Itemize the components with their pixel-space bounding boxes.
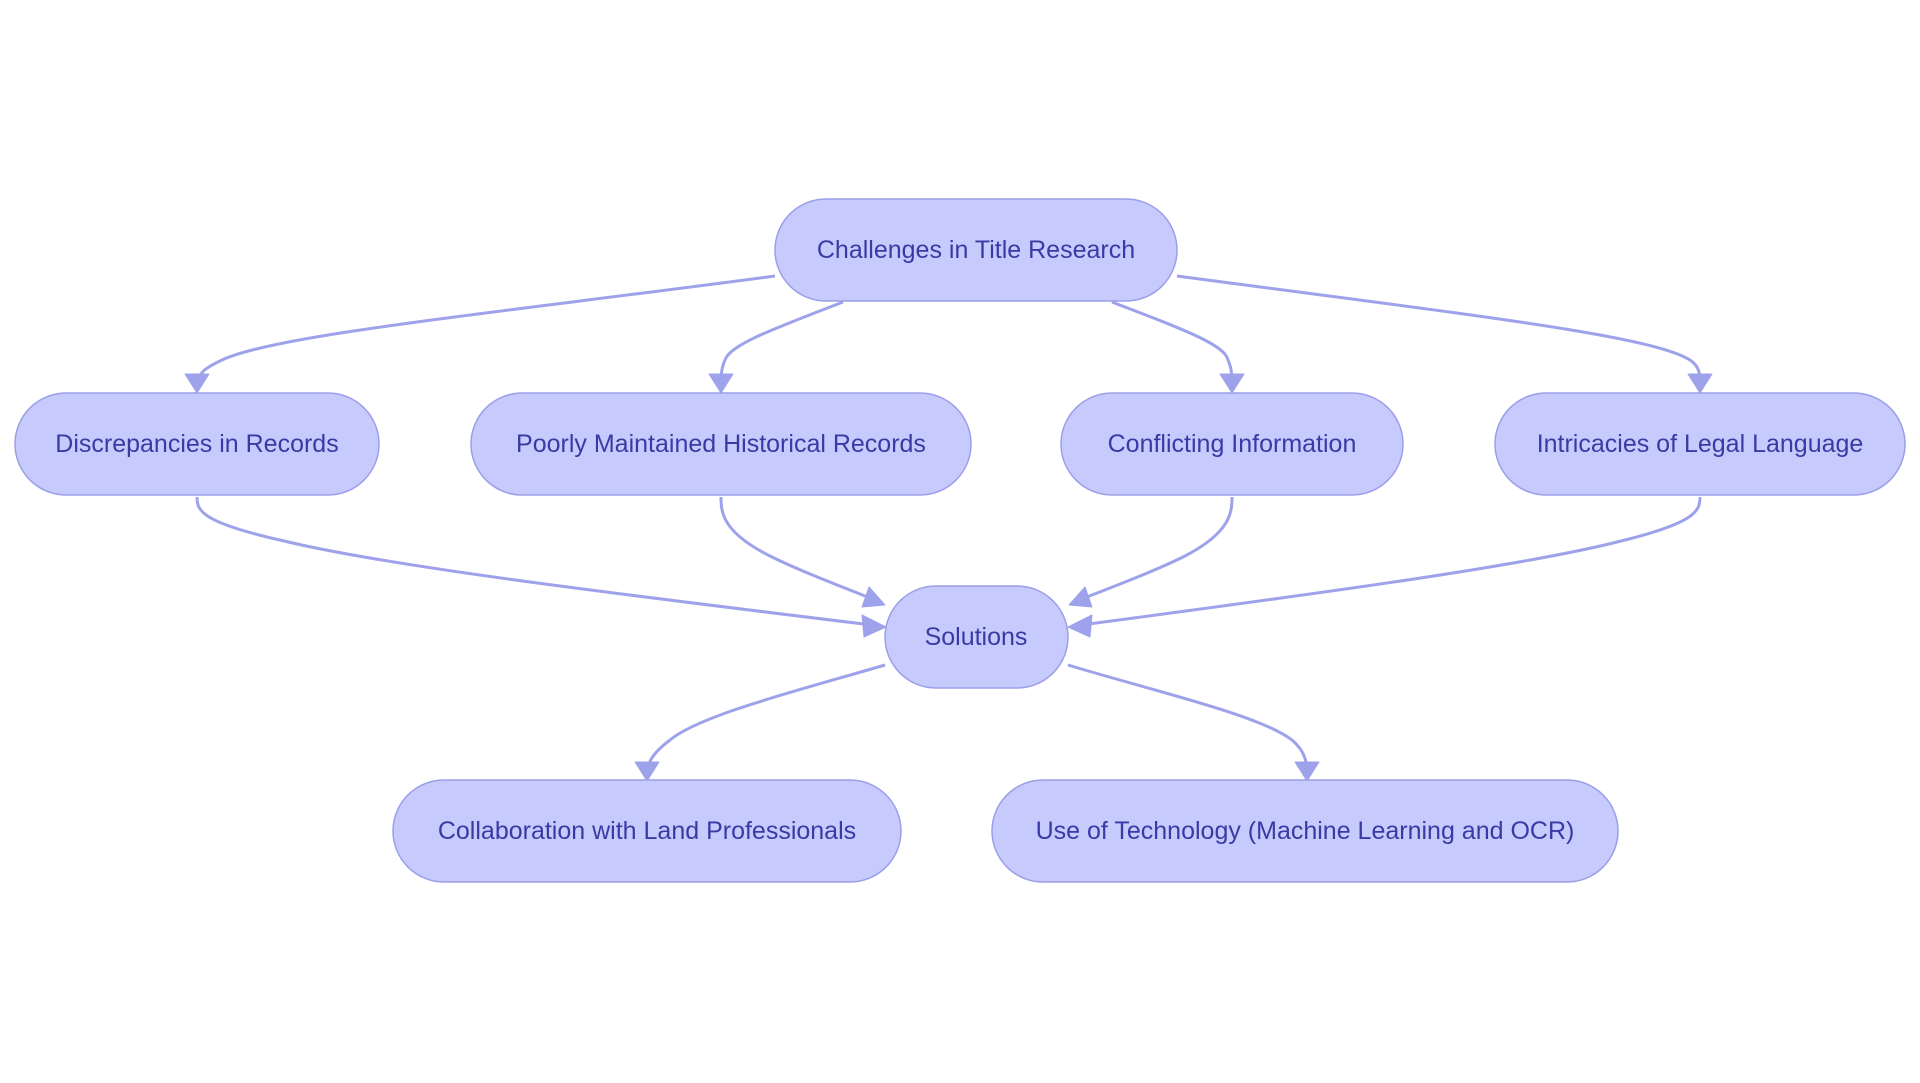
arrowhead-solutions-from-intricacies [1067, 614, 1093, 638]
edge-solutions-to-technology [1067, 663, 1309, 777]
node-solutions-label: Solutions [925, 623, 1028, 651]
arrowhead-poorly-maintained [708, 373, 734, 394]
node-collaboration-label: Collaboration with Land Professionals [438, 817, 856, 845]
node-poorly-maintained[interactable]: Poorly Maintained Historical Records [470, 392, 972, 496]
arrowhead-solutions-from-discrepancies [861, 614, 887, 638]
edge-poorly-maintained-to-solutions [719, 496, 881, 604]
node-solutions[interactable]: Solutions [884, 585, 1069, 689]
node-challenges[interactable]: Challenges in Title Research [774, 198, 1178, 302]
arrowhead-solutions-from-conflicting [1068, 586, 1093, 608]
arrowhead-collaboration [634, 761, 660, 782]
arrowheads [184, 373, 1713, 782]
node-poorly-maintained-label: Poorly Maintained Historical Records [516, 430, 926, 458]
node-technology-label: Use of Technology (Machine Learning and … [1036, 817, 1575, 845]
arrowhead-technology [1294, 761, 1320, 782]
node-challenges-label: Challenges in Title Research [817, 236, 1135, 264]
node-intricacies-label: Intricacies of Legal Language [1537, 430, 1864, 458]
edge-intricacies-to-solutions [1073, 496, 1702, 628]
edge-challenges-to-poorly-maintained [719, 300, 844, 389]
arrowhead-discrepancies [184, 373, 210, 394]
arrowhead-conflicting [1219, 373, 1245, 394]
edges [195, 274, 1702, 777]
edge-discrepancies-to-solutions [195, 496, 881, 628]
edge-solutions-to-collaboration [645, 663, 886, 777]
edge-conflicting-to-solutions [1073, 496, 1234, 604]
arrowhead-solutions-from-poorly-maintained [861, 586, 886, 608]
node-conflicting-label: Conflicting Information [1108, 430, 1357, 458]
node-collaboration[interactable]: Collaboration with Land Professionals [392, 779, 902, 883]
node-discrepancies[interactable]: Discrepancies in Records [14, 392, 380, 496]
arrowhead-intricacies [1687, 373, 1713, 394]
node-discrepancies-label: Discrepancies in Records [55, 430, 338, 458]
node-conflicting[interactable]: Conflicting Information [1060, 392, 1404, 496]
node-intricacies[interactable]: Intricacies of Legal Language [1494, 392, 1906, 496]
edge-challenges-to-conflicting [1111, 300, 1234, 389]
edge-challenges-to-intricacies [1176, 274, 1702, 389]
node-technology[interactable]: Use of Technology (Machine Learning and … [991, 779, 1619, 883]
edge-challenges-to-discrepancies [195, 274, 776, 389]
